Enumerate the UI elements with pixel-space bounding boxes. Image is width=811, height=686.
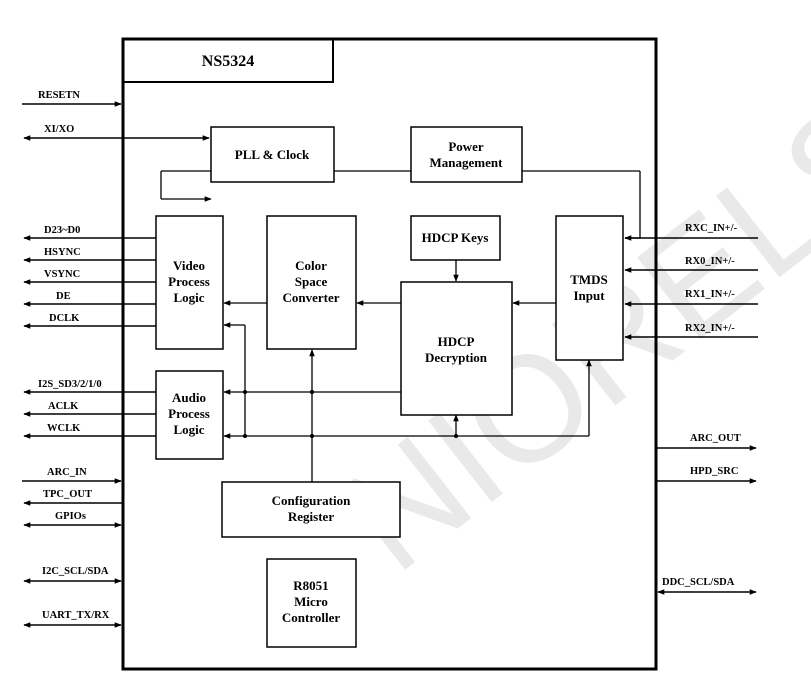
hdcp-decryption-block: HDCP Decryption xyxy=(400,281,513,416)
signal-hsync: HSYNC xyxy=(44,247,81,258)
signal-i2s: I2S_SD3/2/1/0 xyxy=(38,379,102,390)
color-space-converter-block: Color Space Converter xyxy=(266,215,357,350)
r8051-micro-controller-block: R8051 Micro Controller xyxy=(266,558,357,648)
configuration-register-block: Configuration Register xyxy=(221,481,401,538)
signal-ddc: DDC_SCL/SDA xyxy=(662,577,735,588)
signal-tpc-out: TPC_OUT xyxy=(43,489,92,500)
mcu-label-1: R8051 xyxy=(293,578,328,593)
tmds-input-label-1: TMDS xyxy=(570,272,608,287)
signal-d23-d0: D23~D0 xyxy=(44,225,80,236)
signal-wclk: WCLK xyxy=(47,423,81,434)
hdcp-decryption-label-2: Decryption xyxy=(425,350,488,365)
audio-process-logic-block: Audio Process Logic xyxy=(155,370,224,460)
audio-process-label-1: Audio xyxy=(172,390,206,405)
csc-label-1: Color xyxy=(295,258,327,273)
signal-gpios: GPIOs xyxy=(55,511,86,522)
pll-clock-block: PLL & Clock xyxy=(210,126,335,183)
chip-outline xyxy=(121,37,658,671)
audio-process-label-3: Logic xyxy=(173,422,204,437)
csc-label-2: Space xyxy=(295,274,328,289)
signal-uart: UART_TX/RX xyxy=(42,610,110,621)
hdcp-keys-label: HDCP Keys xyxy=(422,230,489,245)
signal-dclk: DCLK xyxy=(49,313,80,324)
signal-rx0: RX0_IN+/- xyxy=(685,256,735,267)
signal-i2c: I2C_SCL/SDA xyxy=(42,566,109,577)
tmds-input-label-2: Input xyxy=(573,288,605,303)
signal-arc-out: ARC_OUT xyxy=(690,433,741,444)
video-process-label-2: Process xyxy=(168,274,210,289)
chip-name: NS5324 xyxy=(202,53,254,70)
signal-xi-xo: XI/XO xyxy=(44,124,74,135)
mcu-label-3: Controller xyxy=(282,610,340,625)
hdcp-keys-block: HDCP Keys xyxy=(410,215,501,261)
signal-aclk: ACLK xyxy=(48,401,79,412)
power-management-label-2: Management xyxy=(430,155,504,170)
signal-de: DE xyxy=(56,291,71,302)
csc-label-3: Converter xyxy=(282,290,339,305)
external-signal-lines xyxy=(22,101,758,628)
pll-clock-label: PLL & Clock xyxy=(235,147,310,162)
signal-rx2: RX2_IN+/- xyxy=(685,323,735,334)
signal-resetn: RESETN xyxy=(38,90,80,101)
audio-process-label-2: Process xyxy=(168,406,210,421)
hdcp-decryption-label-1: HDCP xyxy=(438,334,475,349)
configuration-register-label-2: Register xyxy=(288,509,334,524)
bus-junctions xyxy=(243,390,458,438)
signal-hpd-src: HPD_SRC xyxy=(690,466,738,477)
signal-labels: RESETN XI/XO D23~D0 HSYNC VSYNC DE DCLK … xyxy=(38,90,741,621)
signal-rxc: RXC_IN+/- xyxy=(685,223,738,234)
signal-rx1: RX1_IN+/- xyxy=(685,289,735,300)
tmds-input-block: TMDS Input xyxy=(555,215,624,361)
video-process-logic-block: Video Process Logic xyxy=(155,215,224,350)
chip-title-box xyxy=(122,38,334,83)
video-process-label-1: Video xyxy=(173,258,205,273)
power-management-label-1: Power xyxy=(448,139,484,154)
signal-arc-in: ARC_IN xyxy=(47,467,87,478)
power-management-block: Power Management xyxy=(410,126,523,183)
video-process-label-3: Logic xyxy=(173,290,204,305)
signal-vsync: VSYNC xyxy=(44,269,80,280)
configuration-register-label-1: Configuration xyxy=(272,493,352,508)
mcu-label-2: Micro xyxy=(294,594,328,609)
